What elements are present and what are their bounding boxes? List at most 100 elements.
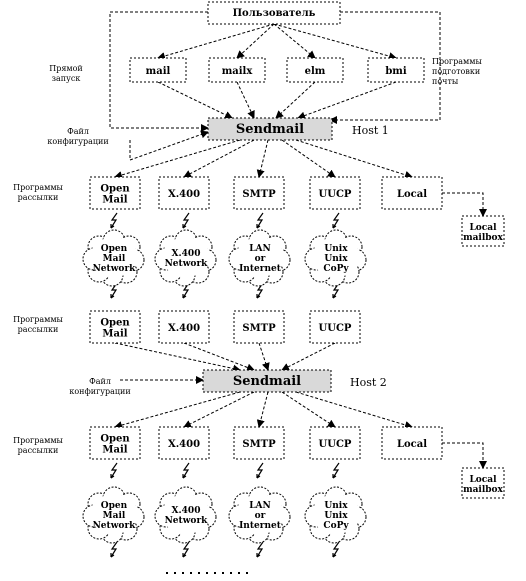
receive-row-label: SMTP [242,323,276,334]
continuation-dot [206,572,208,574]
receive-row-1 [158,310,210,344]
user-agent-elm [286,57,344,83]
local-mailbox2-box [461,467,505,499]
bolt-head [110,474,115,479]
bolt-head [182,294,187,299]
user-agent-mailx [208,57,266,83]
network-cloud-3 [304,229,367,287]
bolt-head [332,553,337,558]
continuation-dot [174,572,176,574]
transfer-bolt-icon [110,462,118,479]
transfer-bolt-icon [332,212,340,229]
bolt-head [332,474,337,479]
delivery-row1-1 [158,176,210,210]
transfer-bolt-icon [110,282,118,299]
user-agent-label: bmi [385,66,407,77]
continuation-dot [198,572,200,574]
delivery-row2-arrow [295,391,413,429]
receive-row-3 [309,310,361,344]
config-file1-arrow [129,130,209,161]
network-cloud-row2-0 [82,486,145,544]
delivery-row1-0 [89,176,141,210]
user-agent-label: mail [146,66,171,77]
delivery-row2-label: X.400 [168,439,200,450]
delivery-row2-arrow [183,391,255,428]
continuation-dot [222,572,224,574]
user-agent-bmi [367,57,425,83]
transfer-bolt-icon [110,541,118,558]
receive-row-0 [89,310,141,344]
network-cloud-0 [82,229,145,287]
sendmail-host2-label: Sendmail [233,374,301,389]
delivery-row1-label: SMTP [242,189,276,200]
network-cloud-1 [154,229,217,287]
user-agent-label: mailx [222,66,254,77]
receive-row-label: X.400 [168,323,200,334]
delivery-row1-arrow [295,139,413,179]
bolt-head [332,294,337,299]
receive-to-sendmail-arrow [258,342,270,371]
receive-row-label: UUCP [319,323,352,334]
user-direct-arrow [329,11,441,124]
bolt-head [256,224,261,229]
user-to-agent-arrow [273,23,397,60]
transfer-bolt-icon [256,212,264,229]
delivery-row1-arrow [183,139,255,178]
local1-arrow [442,192,487,217]
agent-to-sendmail-arrow [275,81,316,119]
delivery-row2-arrow [114,391,241,429]
transfer-bolt-icon [332,541,340,558]
receive-row-2 [233,310,285,344]
delivery-row2-arrow [256,391,269,428]
host1-label: Host 1 [352,124,389,137]
bolt-head [182,474,187,479]
transfer-bolt-icon [256,462,264,479]
local2-arrow [442,442,487,469]
delivery-row2-label: SMTP [242,439,276,450]
bolt-head [182,224,187,229]
delivery-row2-4 [381,426,443,460]
agent-to-sendmail-arrow [157,81,233,119]
bolt-head [110,294,115,299]
sendmail-host1-box [207,117,333,141]
delivery-row2-label: UUCP [319,439,352,450]
receive-to-sendmail-arrow [114,342,241,373]
network-cloud-2 [228,229,291,287]
transfer-bolt-icon [110,212,118,229]
delivery-row1-label: Local [397,189,427,200]
network-cloud-row2-1 [154,486,217,544]
continuation-dot [190,572,192,574]
delivery-row2-2 [233,426,285,460]
delivery-row1-arrow [281,139,336,178]
network-cloud-row2-3 [304,486,367,544]
user-to-agent-arrow [157,23,275,60]
delivery-row2-1 [158,426,210,460]
host2-label: Host 2 [350,376,387,389]
delivery-row1-arrow [114,139,241,179]
delivery-row2-label: Local [397,439,427,450]
receive-to-sendmail-arrow [183,342,255,372]
sendmail-host2-box [202,369,332,393]
user-node [207,1,341,25]
sendmail-host1-label: Sendmail [236,122,304,137]
delivery-row2-0 [89,426,141,460]
continuation-dot [214,572,216,574]
transfer-bolt-icon [332,282,340,299]
bolt-head [256,294,261,299]
